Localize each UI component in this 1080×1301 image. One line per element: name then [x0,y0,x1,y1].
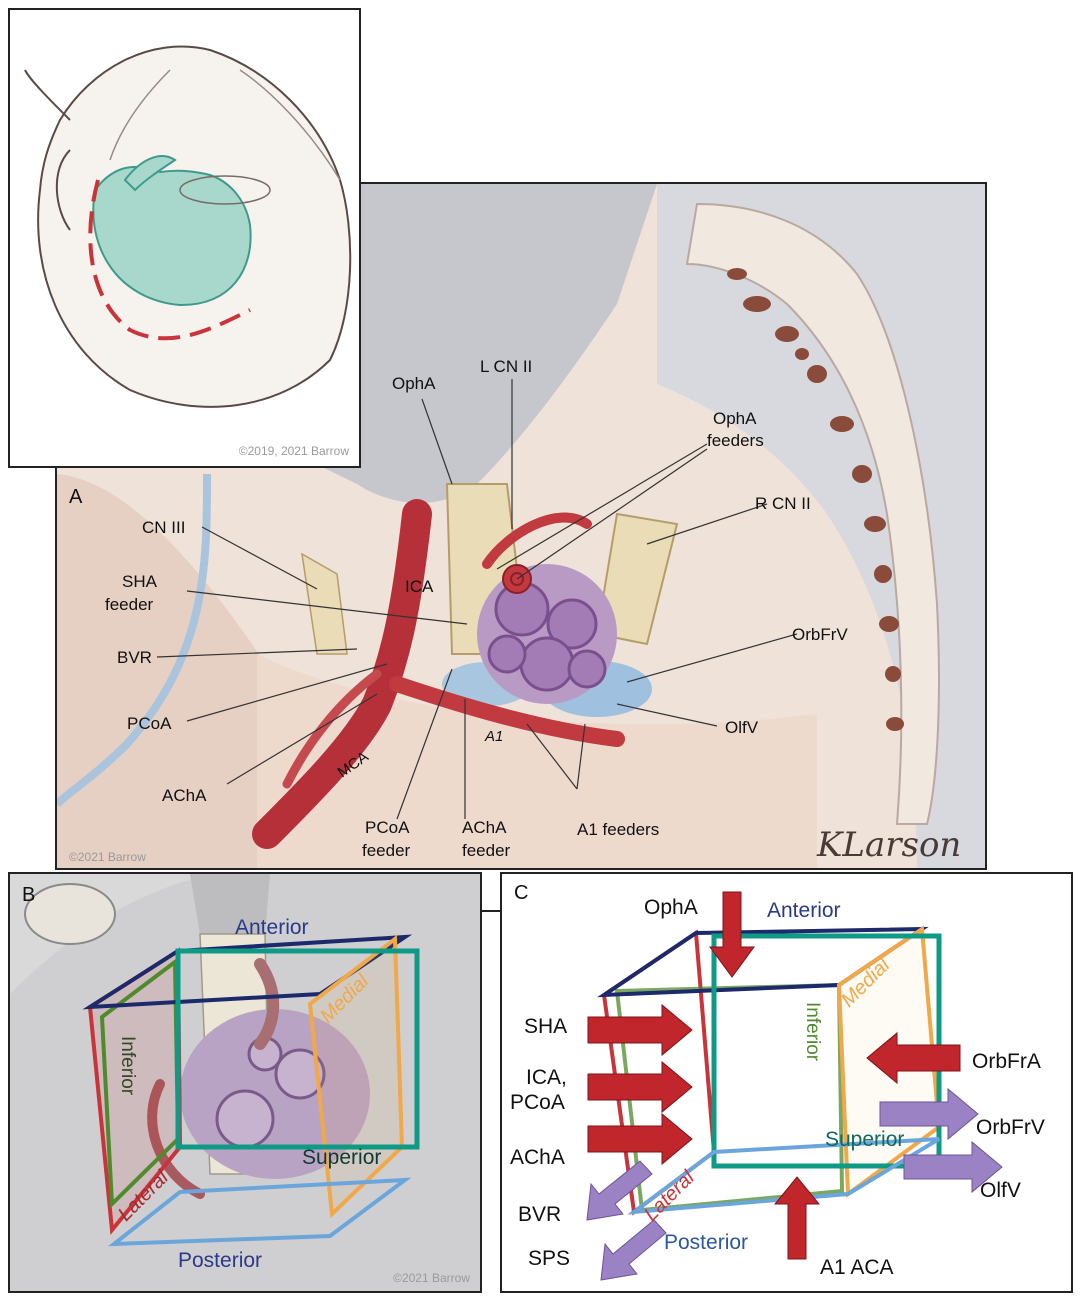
label-c-posterior: Posterior [664,1231,748,1254]
vein-left [57,473,211,807]
arrow-a1-aca [773,1176,821,1260]
label-b-anterior: Anterior [235,916,309,939]
label-acha-feeder-1: AChA [462,818,507,837]
label-opha: OphA [392,374,436,393]
label-olfv: OlfV [725,718,759,737]
label-a1-feeders: A1 feeders [577,820,659,839]
label-c-inferior: Inferior [802,1002,823,1062]
skull-inset: ©2019, 2021 Barrow [8,8,361,468]
label-orbfrv: OrbFrV [792,625,848,644]
leader-lines [156,379,798,820]
a1-artery [389,676,625,747]
arrow-bvr [586,1160,653,1221]
label-cn3: CN III [142,518,185,537]
panel-b: Anterior Medial Inferior Superior Latera… [8,872,482,1293]
face-posterior [107,1177,412,1247]
label-c-anterior: Anterior [767,899,841,922]
ica-mca-artery [252,499,432,849]
incision-line [88,179,251,341]
face-superior [175,948,420,1150]
label-b-inferior: Inferior [117,1036,138,1096]
panel-c-diagram: Anterior Medial Inferior Superior Latera… [510,891,1045,1281]
connector-line [482,910,500,912]
face-posterior [627,1137,941,1215]
label-c-ica: ICA, [526,1066,567,1089]
panel-a-letter: A [69,486,83,508]
label-opha-feeders-1: OphA [713,409,757,428]
avm-nidus [477,564,617,704]
label-pcoa-feeder-2: feeder [362,841,411,860]
arrow-orbfrv [879,1087,979,1141]
label-c-pcoa: PCoA [510,1091,565,1114]
artist-signature: KLarson [816,825,961,865]
panel-c: Anterior Medial Inferior Superior Latera… [500,872,1073,1293]
label-pcoa-feeder-1: PCoA [365,818,410,837]
label-sha-feeder-1: SHA [122,572,158,591]
label-c-orbfra: OrbFrA [972,1050,1041,1073]
label-b-superior: Superior [302,1146,381,1169]
label-acha: AChA [162,786,207,805]
arrow-ica-pcoa [587,1060,693,1114]
arrow-olfv [903,1140,1003,1194]
panel-a-credit: ©2021 Barrow [69,850,146,864]
bone-cross-section [685,202,940,825]
bone-marrow-dots [727,268,904,731]
left-orbit [179,175,271,205]
arrow-orbfra [866,1031,961,1085]
craniotomy-flap [92,165,252,307]
label-sha-feeder-2: feeder [105,595,154,614]
label-c-sha: SHA [524,1015,567,1038]
label-c-orbfrv: OrbFrV [976,1116,1045,1139]
panel-c-letter: C [514,882,529,904]
cn3-nerve [301,552,348,655]
label-pcoa: PCoA [127,714,172,733]
arrow-acha [587,1112,693,1166]
label-b-posterior: Posterior [178,1249,262,1272]
opha-feeder-artery [482,512,592,569]
arrow-sps [600,1219,667,1281]
label-c-olfv: OlfV [980,1179,1021,1202]
label-bvr: BVR [117,648,152,667]
label-left-cn2: L CN II [480,357,532,376]
label-a1: A1 [484,728,503,745]
brain-surface [257,654,817,868]
arrow-sha [587,1003,693,1057]
label-c-a1-aca: A1 ACA [820,1256,894,1279]
label-opha-feeders-2: feeders [707,431,764,450]
label-c-superior: Superior [825,1128,904,1151]
label-acha-feeder-2: feeder [462,841,511,860]
panel-b-illustration: Anterior Medial Inferior Superior Latera… [10,874,480,1291]
arrow-opha [709,891,755,978]
face-lateral [601,929,717,1216]
panel-b-credit: ©2021 Barrow [393,1271,470,1285]
label-c-bvr: BVR [518,1203,561,1226]
panel-b-letter: B [22,884,36,906]
label-c-sps: SPS [528,1247,570,1270]
skull-illustration [24,45,352,408]
inset-credit: ©2019, 2021 Barrow [238,444,349,458]
label-ica: ICA [405,577,434,596]
label-c-acha: AChA [510,1146,565,1169]
label-right-cn2: R CN II [755,494,811,513]
label-c-opha: OphA [644,896,698,919]
